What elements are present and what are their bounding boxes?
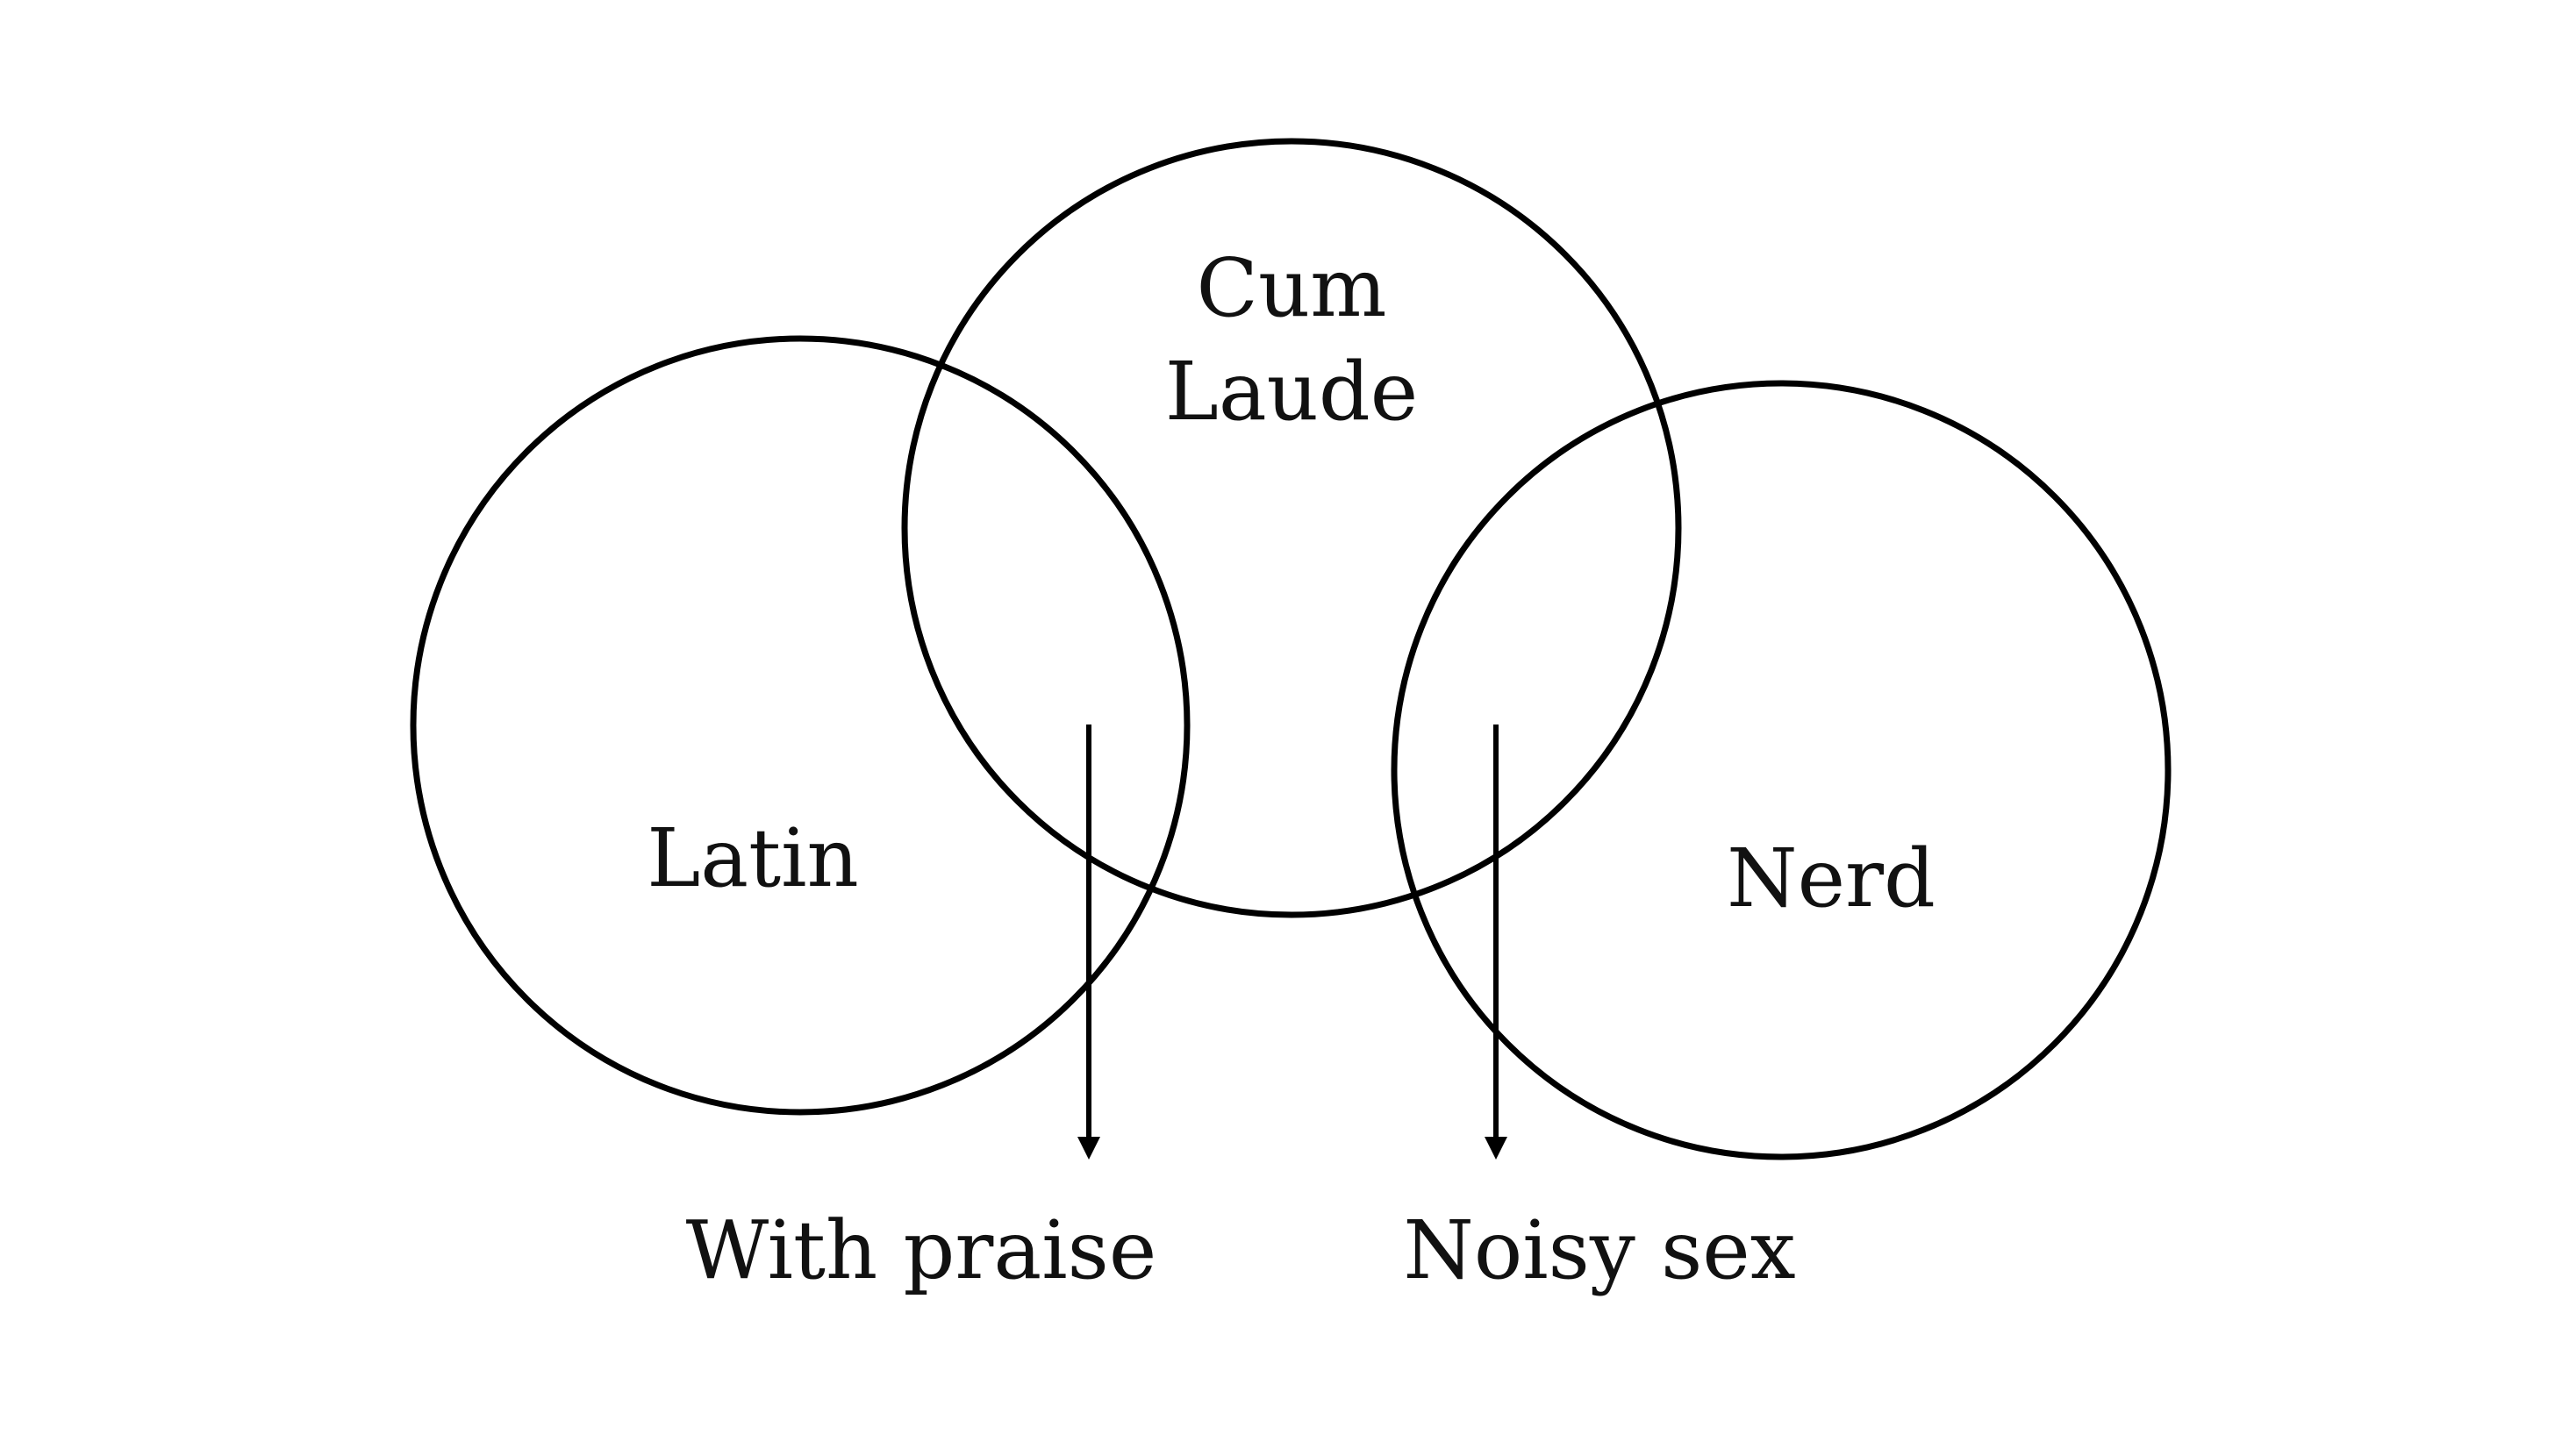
nerd-circle <box>1391 380 2172 1160</box>
nerd-label: Nerd <box>1727 832 1936 925</box>
laude-label: Laude <box>1165 345 1419 439</box>
latin-label: Latin <box>647 811 859 905</box>
with-praise-label: With praise <box>686 1203 1157 1297</box>
latin-circle <box>410 335 1191 1116</box>
cum-label: Cum <box>1197 241 1387 335</box>
noisy-sex-label: Noisy sex <box>1403 1203 1795 1297</box>
cum-laude-circle <box>901 138 1682 918</box>
arrow-with-praise <box>1077 724 1100 1160</box>
arrow-noisy-sex <box>1485 724 1507 1160</box>
